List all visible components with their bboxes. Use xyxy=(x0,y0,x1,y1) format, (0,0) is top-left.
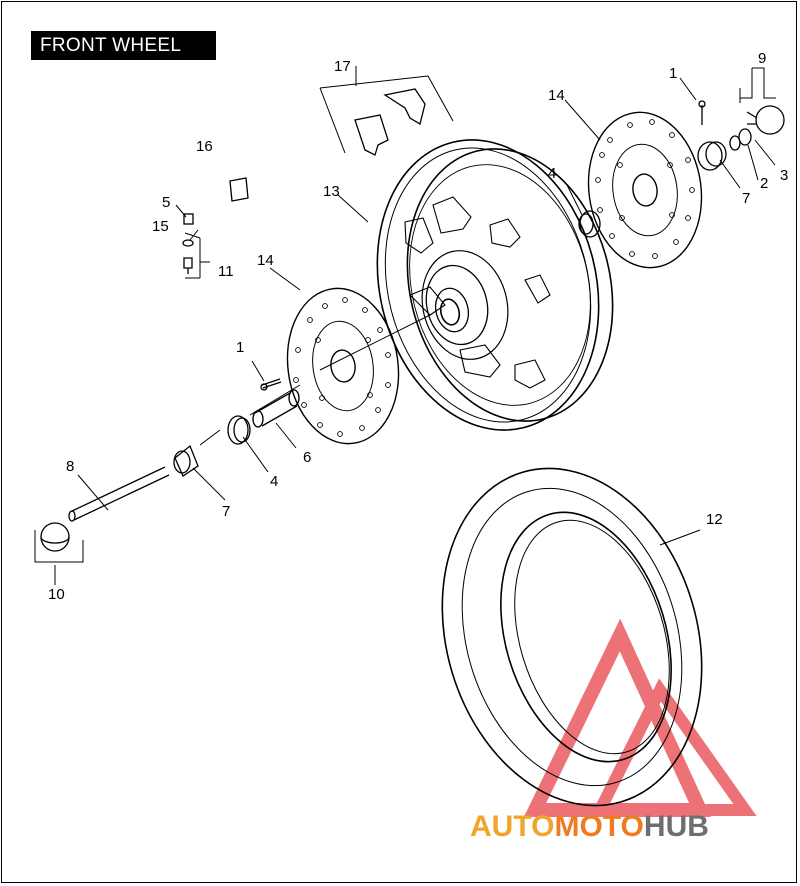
callout-16: 16 xyxy=(196,138,213,155)
watermark-part-auto: AUTO xyxy=(470,810,554,843)
callout-1-right: 1 xyxy=(669,65,677,82)
callout-9: 9 xyxy=(758,50,766,67)
watermark-part-hub: HUB xyxy=(644,810,709,843)
brake-rotor-right xyxy=(587,111,703,269)
callout-3: 3 xyxy=(780,167,788,184)
callout-labels: 1 1 2 3 4 4 5 6 7 7 8 9 10 11 12 13 14 1… xyxy=(48,50,788,603)
callout-15: 15 xyxy=(152,218,169,235)
callout-2: 2 xyxy=(760,175,768,192)
callout-5: 5 xyxy=(162,194,170,211)
tire xyxy=(441,467,703,807)
wheel-rim xyxy=(376,139,614,431)
small-parts xyxy=(40,88,785,552)
callout-8: 8 xyxy=(66,458,74,475)
watermark-text: AUTOMOTOHUB xyxy=(470,810,709,843)
callout-1-left: 1 xyxy=(236,339,244,356)
triangle-logo-icon xyxy=(523,618,757,817)
callout-7-right: 7 xyxy=(742,190,750,207)
leader-lines xyxy=(34,66,776,585)
callout-10: 10 xyxy=(48,586,65,603)
callout-7-left: 7 xyxy=(222,503,230,520)
callout-17: 17 xyxy=(334,58,351,75)
callout-11: 11 xyxy=(218,263,234,280)
page-title: FRONT WHEEL xyxy=(31,31,216,60)
callout-6: 6 xyxy=(303,449,311,466)
brake-rotor-left xyxy=(286,287,400,445)
callout-4-right: 4 xyxy=(548,165,556,182)
callout-12: 12 xyxy=(706,511,723,528)
callout-14-right: 14 xyxy=(548,87,565,104)
callout-4-left: 4 xyxy=(270,473,278,490)
callout-13: 13 xyxy=(323,183,340,200)
watermark-part-moto: MOTO xyxy=(554,810,643,843)
svg-text:AUTOMOTOHUB: AUTOMOTOHUB xyxy=(470,810,709,843)
callout-14-left: 14 xyxy=(257,252,274,269)
